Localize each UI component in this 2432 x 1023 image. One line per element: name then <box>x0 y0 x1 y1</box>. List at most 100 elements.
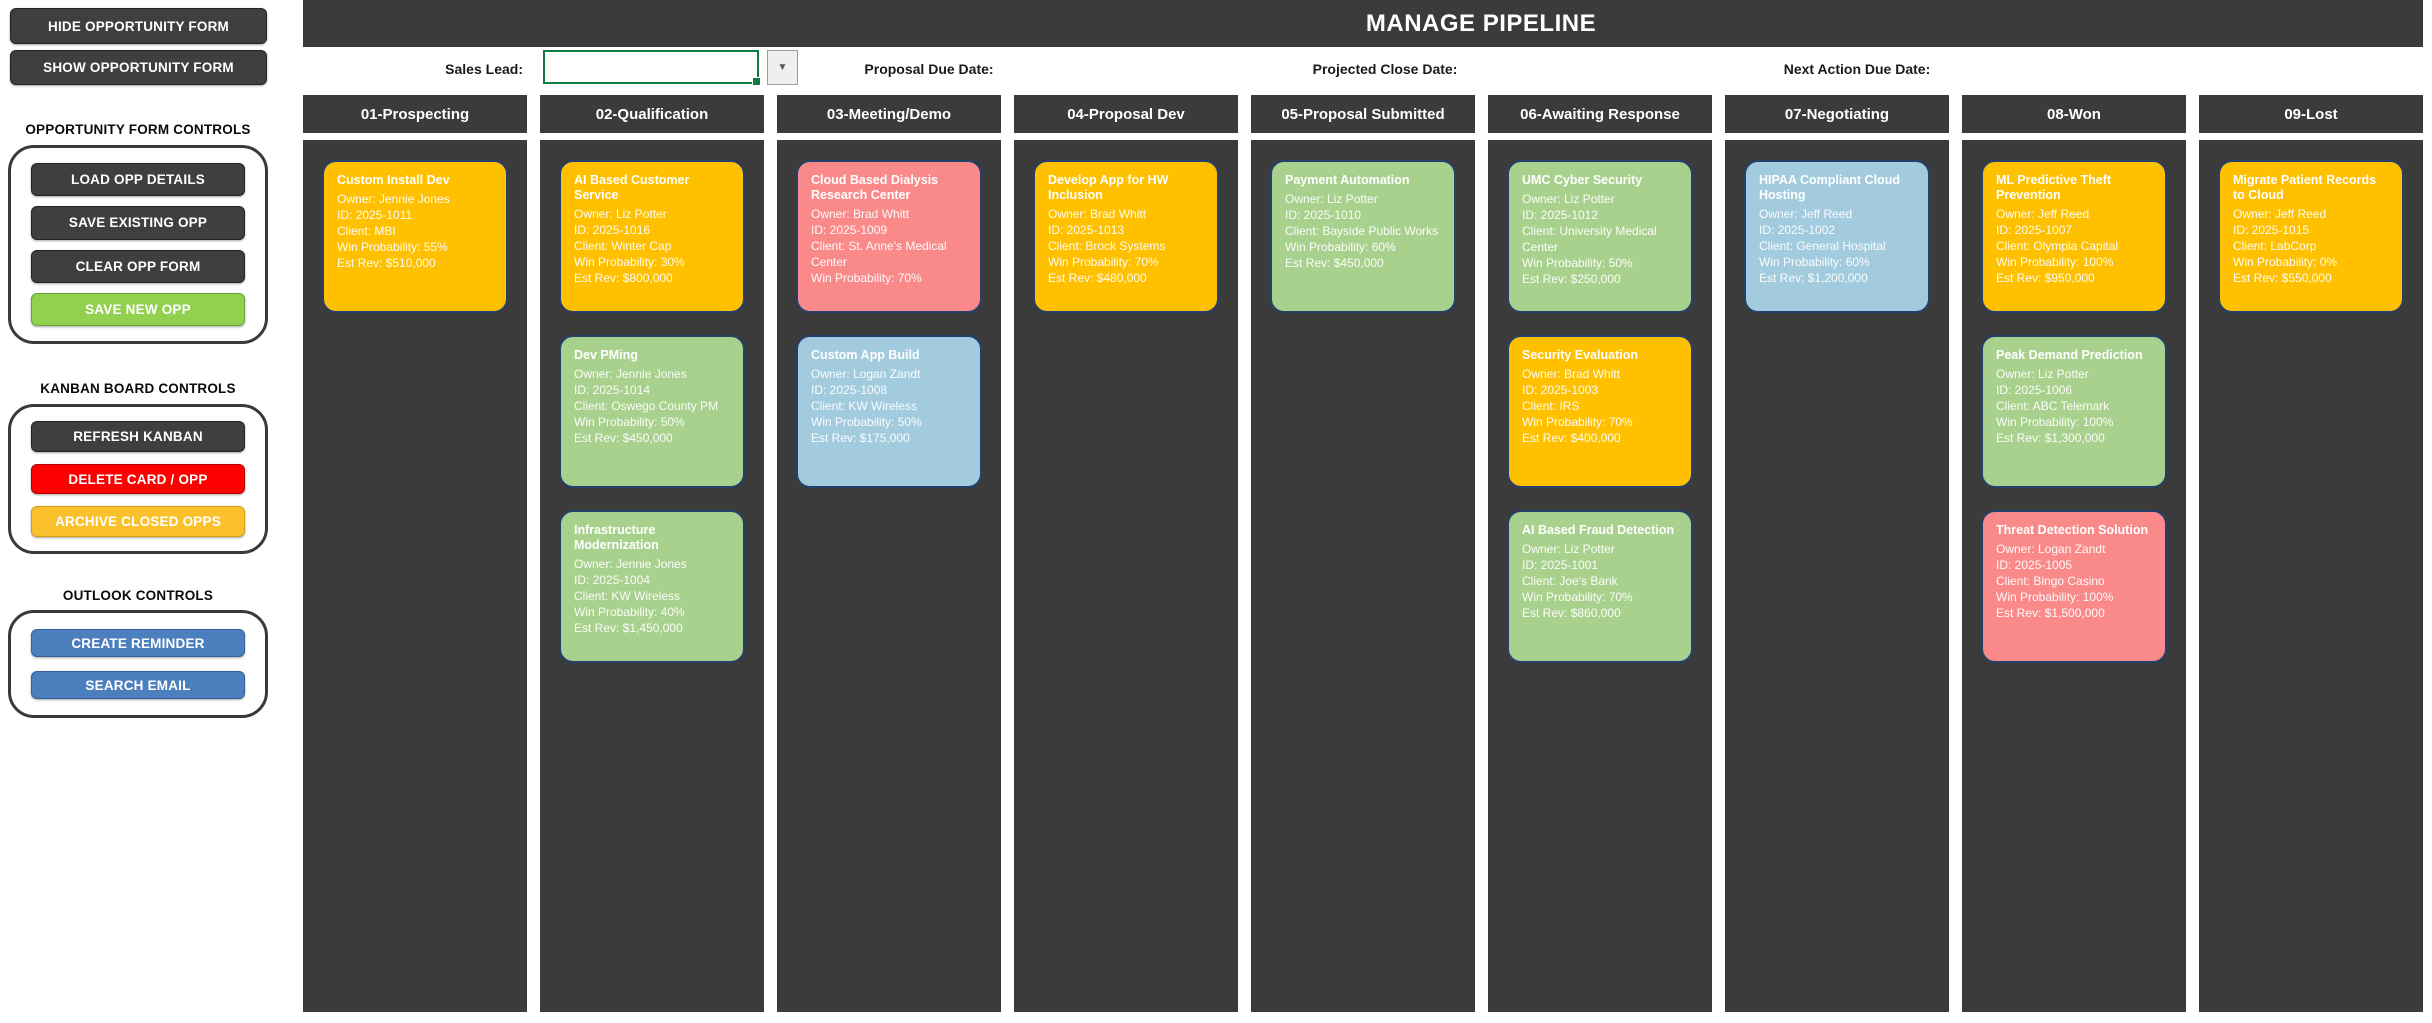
card-title: Migrate Patient Records to Cloud <box>2233 173 2377 202</box>
card-detail: Win Probability: 40% <box>574 605 685 619</box>
refresh-kanban-button[interactable]: REFRESH KANBAN <box>31 421 245 452</box>
card-detail: Win Probability: 70% <box>811 271 922 285</box>
card-detail: Est Rev: $550,000 <box>2233 271 2332 285</box>
kanban-board-controls-heading: KANBAN BOARD CONTROLS <box>40 381 236 396</box>
card-detail: Owner: Jeff Reed <box>1759 207 1853 221</box>
kanban-column-header: 03-Meeting/Demo <box>777 95 1001 133</box>
create-reminder-button[interactable]: CREATE REMINDER <box>31 629 245 657</box>
card-detail: Owner: Brad Whitt <box>811 207 910 221</box>
card-detail: Owner: Jennie Jones <box>337 192 450 206</box>
show-opportunity-form-button[interactable]: SHOW OPPORTUNITY FORM <box>10 50 267 85</box>
card-detail: Client: Oswego County PM <box>574 399 719 413</box>
load-opp-details-button[interactable]: LOAD OPP DETAILS <box>31 163 245 197</box>
card-detail: Client: University Medical Center <box>1522 224 1657 254</box>
sidebar: HIDE OPPORTUNITY FORM SHOW OPPORTUNITY F… <box>0 0 300 1023</box>
card-detail: Owner: Logan Zandt <box>1996 542 2106 556</box>
card-detail: Client: Joe's Bank <box>1522 574 1618 588</box>
card-title: Payment Automation <box>1285 173 1410 187</box>
card-detail: Est Rev: $250,000 <box>1522 272 1621 286</box>
card-detail: ID: 2025-1005 <box>1996 558 2073 572</box>
card-detail: Client: LabCorp <box>2233 239 2317 253</box>
opportunity-form-controls-group: LOAD OPP DETAILS SAVE EXISTING OPP CLEAR… <box>8 145 268 344</box>
sales-lead-dropdown-button[interactable]: ▼ <box>767 50 798 85</box>
card-title: Security Evaluation <box>1522 348 1639 362</box>
card-detail: Owner: Jennie Jones <box>574 557 687 571</box>
opportunity-form-controls-heading: OPPORTUNITY FORM CONTROLS <box>25 122 251 137</box>
kanban-column-header: 08-Won <box>1962 95 2186 133</box>
save-existing-opp-button[interactable]: SAVE EXISTING OPP <box>31 206 245 240</box>
hide-opportunity-form-button[interactable]: HIDE OPPORTUNITY FORM <box>10 8 267 44</box>
card-detail: Owner: Brad Whitt <box>1522 367 1621 381</box>
proposal-due-date-label: Proposal Due Date: <box>864 60 994 77</box>
delete-card-opp-button[interactable]: DELETE CARD / OPP <box>31 463 245 495</box>
card-detail: Win Probability: 50% <box>811 415 922 429</box>
sales-lead-input[interactable] <box>543 50 761 86</box>
card-detail: Win Probability: 70% <box>1522 590 1633 604</box>
card-detail: Win Probability: 30% <box>574 255 685 269</box>
card-title: Infrastructure Modernization <box>574 523 659 552</box>
kanban-column-header: 01-Prospecting <box>303 95 527 133</box>
kanban-column-header: 09-Lost <box>2199 95 2423 133</box>
save-new-opp-button[interactable]: SAVE NEW OPP <box>31 292 245 326</box>
card-title: Cloud Based Dialysis Research Center <box>811 173 939 202</box>
card-title: HIPAA Compliant Cloud Hosting <box>1759 173 1900 202</box>
title-band: MANAGE PIPELINE <box>303 0 2423 47</box>
card-detail: ID: 2025-1014 <box>574 383 651 397</box>
card-detail: Win Probability: 60% <box>1759 255 1870 269</box>
card-title: UMC Cyber Security <box>1522 173 1643 187</box>
search-email-button[interactable]: SEARCH EMAIL <box>31 671 245 699</box>
card-detail: Owner: Logan Zandt <box>811 367 921 381</box>
card-detail: Est Rev: $1,300,000 <box>1996 431 2105 445</box>
archive-closed-opps-button[interactable]: ARCHIVE CLOSED OPPS <box>31 506 245 538</box>
card-detail: Est Rev: $175,000 <box>811 431 910 445</box>
card-detail: Client: IRS <box>1522 399 1580 413</box>
clear-opp-form-button[interactable]: CLEAR OPP FORM <box>31 249 245 283</box>
card-detail: Win Probability: 100% <box>1996 590 2114 604</box>
card-detail: Est Rev: $450,000 <box>574 431 673 445</box>
kanban-column-header: 04-Proposal Dev <box>1014 95 1238 133</box>
card-title: AI Based Customer Service <box>574 173 690 202</box>
card-detail: Owner: Jeff Reed <box>2233 207 2327 221</box>
card-detail: Est Rev: $1,200,000 <box>1759 271 1868 285</box>
card-detail: Win Probability: 100% <box>1996 255 2114 269</box>
card-detail: Client: Winter Cap <box>574 239 672 253</box>
card-title: Dev PMing <box>574 348 638 362</box>
card-detail: Win Probability: 50% <box>1522 256 1633 270</box>
outlook-controls-heading: OUTLOOK CONTROLS <box>62 588 214 603</box>
cell-fill-handle[interactable] <box>752 77 761 86</box>
card-detail: ID: 2025-1004 <box>574 573 651 587</box>
filter-row: Sales Lead: ▼ Proposal Due Date: Project… <box>303 47 2423 90</box>
card-detail: Win Probability: 55% <box>337 240 448 254</box>
card-detail: ID: 2025-1015 <box>2233 223 2310 237</box>
card-detail: Client: Bingo Casino <box>1996 574 2105 588</box>
card-detail: ID: 2025-1002 <box>1759 223 1836 237</box>
card-detail: Est Rev: $510,000 <box>337 256 436 270</box>
card-detail: Est Rev: $400,000 <box>1522 431 1621 445</box>
card-detail: Owner: Brad Whitt <box>1048 207 1147 221</box>
card-detail: Win Probability: 60% <box>1285 240 1396 254</box>
card-detail: Win Probability: 70% <box>1048 255 1159 269</box>
card-detail: Client: ABC Telemark <box>1996 399 2110 413</box>
